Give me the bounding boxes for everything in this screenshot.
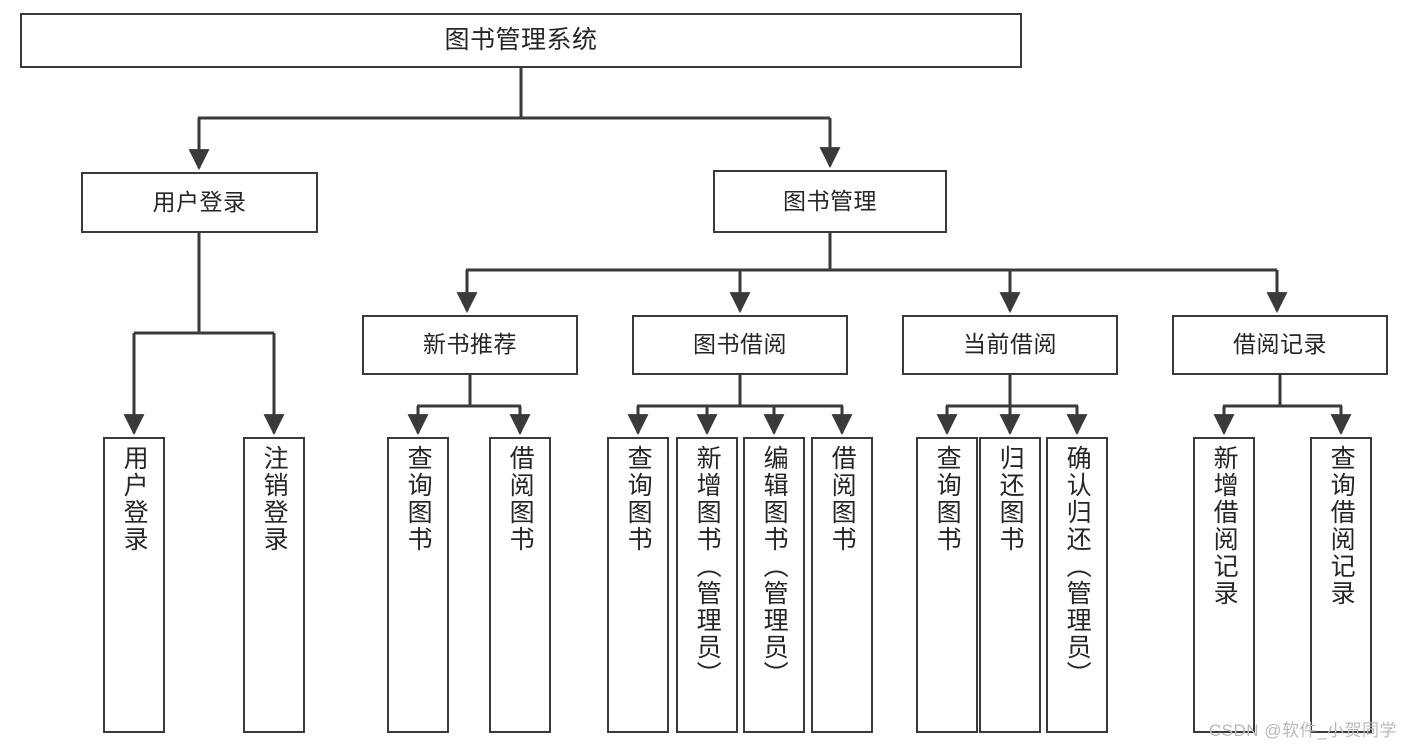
node-current-borrow[interactable]: 当前借阅 [902, 315, 1118, 375]
node-leaf-confirm-return-admin[interactable]: 确认归还（管理员） [1046, 437, 1108, 733]
node-leaf-edit-book-admin[interactable]: 编辑图书（管理员） [743, 437, 805, 733]
node-new-book-recommend-label: 新书推荐 [423, 331, 517, 358]
node-leaf-add-borrow-record-label: 新增借阅记录 [1210, 445, 1239, 607]
node-leaf-logout-login-label: 注销登录 [260, 445, 289, 553]
node-book-borrow[interactable]: 图书借阅 [632, 315, 848, 375]
node-book-manage-label: 图书管理 [783, 187, 877, 214]
node-root-label: 图书管理系统 [444, 25, 598, 54]
node-borrow-record-label: 借阅记录 [1233, 331, 1327, 358]
node-leaf-return-book-label: 归还图书 [996, 445, 1025, 553]
node-leaf-add-book-admin[interactable]: 新增图书（管理员） [676, 437, 738, 733]
node-user-login[interactable]: 用户登录 [81, 172, 318, 233]
node-leaf-confirm-return-admin-label: 确认归还（管理员） [1063, 445, 1092, 688]
node-leaf-query-book-2[interactable]: 查询图书 [607, 437, 669, 733]
node-leaf-borrow-book-1-label: 借阅图书 [506, 445, 535, 553]
node-borrow-record[interactable]: 借阅记录 [1172, 315, 1388, 375]
node-root[interactable]: 图书管理系统 [20, 13, 1022, 68]
node-leaf-query-book-3[interactable]: 查询图书 [916, 437, 978, 733]
node-leaf-query-borrow-record[interactable]: 查询借阅记录 [1310, 437, 1372, 733]
node-current-borrow-label: 当前借阅 [963, 331, 1057, 358]
node-leaf-query-book-1[interactable]: 查询图书 [387, 437, 449, 733]
node-leaf-add-book-admin-label: 新增图书（管理员） [693, 445, 722, 688]
node-leaf-borrow-book-2[interactable]: 借阅图书 [811, 437, 873, 733]
node-leaf-borrow-book-1[interactable]: 借阅图书 [489, 437, 551, 733]
node-leaf-user-login-label: 用户登录 [120, 445, 149, 553]
node-leaf-query-borrow-record-label: 查询借阅记录 [1327, 445, 1356, 607]
node-leaf-logout-login[interactable]: 注销登录 [243, 437, 305, 733]
node-leaf-query-book-2-label: 查询图书 [624, 445, 653, 553]
node-leaf-borrow-book-2-label: 借阅图书 [828, 445, 857, 553]
node-leaf-user-login[interactable]: 用户登录 [103, 437, 165, 733]
node-book-borrow-label: 图书借阅 [693, 331, 787, 358]
node-leaf-query-book-3-label: 查询图书 [933, 445, 962, 553]
node-user-login-label: 用户登录 [152, 188, 247, 215]
node-leaf-edit-book-admin-label: 编辑图书（管理员） [760, 445, 789, 688]
node-book-manage[interactable]: 图书管理 [713, 170, 947, 233]
node-leaf-add-borrow-record[interactable]: 新增借阅记录 [1193, 437, 1255, 733]
node-new-book-recommend[interactable]: 新书推荐 [362, 315, 578, 375]
node-leaf-return-book[interactable]: 归还图书 [979, 437, 1041, 733]
node-leaf-query-book-1-label: 查询图书 [404, 445, 433, 553]
